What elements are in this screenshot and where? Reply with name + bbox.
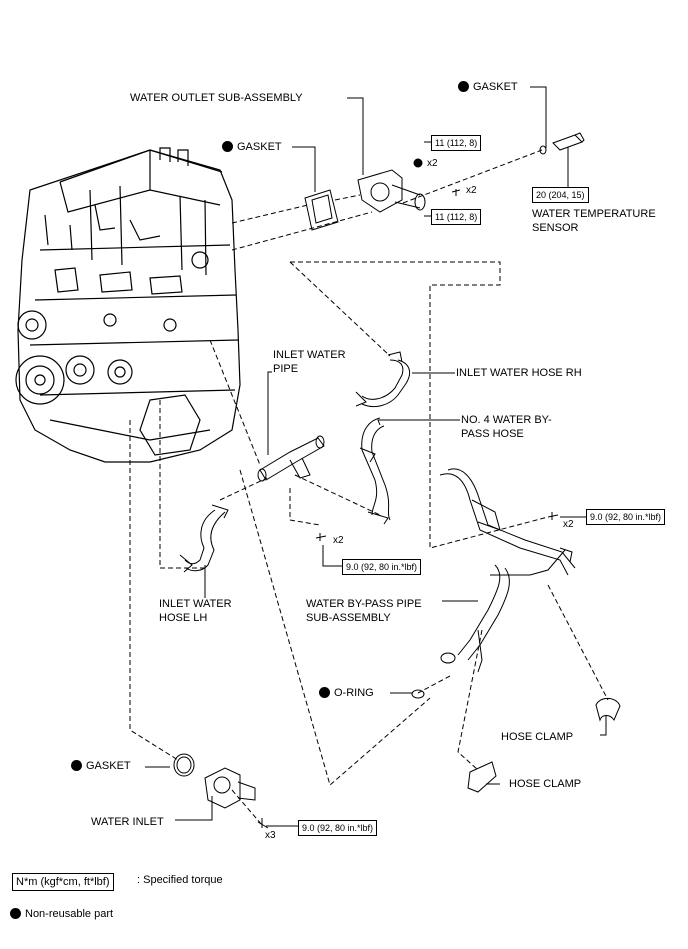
qty-water-inlet: x3: [265, 830, 276, 841]
non-reusable-dot-icon: [319, 687, 330, 698]
hose-clamp-1-label: HOSE CLAMP: [501, 731, 574, 743]
torque-bypass-pipe: 9.0 (92, 80 in.*lbf): [586, 509, 666, 525]
water-inlet-part: [204, 767, 256, 809]
water-temp-sensor-label: WATER TEMPERATURE SENSOR: [532, 208, 656, 234]
inlet-water-hose-lh-part: [179, 504, 229, 573]
non-reusable-dot-icon: [458, 81, 469, 92]
torque-outlet-lower: 11 (112, 8): [431, 209, 482, 225]
legend-non-reusable: Non-reusable part: [10, 907, 113, 921]
non-reusable-dot-icon: [71, 760, 82, 771]
gasket-sensor-part: [539, 145, 547, 155]
gasket-inlet-part: [173, 753, 195, 777]
hose-clamp-2-part: [467, 761, 497, 793]
gasket-outlet-label: GASKET: [222, 140, 282, 154]
water-outlet-part: [357, 169, 426, 213]
no4-bypass-hose-label: NO. 4 WATER BY-PASS HOSE: [461, 414, 552, 440]
leader-lines: [145, 86, 607, 827]
water-temp-sensor-part: [552, 132, 585, 151]
non-reusable-dot-icon: [10, 908, 21, 919]
water-outlet-label: WATER OUTLET SUB-ASSEMBLY: [130, 92, 303, 104]
inlet-water-hose-lh-label: INLET WATER HOSE LH: [159, 598, 232, 624]
gasket-sensor-label: GASKET: [458, 80, 518, 94]
torque-outlet-upper: 11 (112, 8): [431, 135, 482, 151]
gasket-inlet-label: GASKET: [71, 759, 131, 773]
inlet-water-hose-rh-label: INLET WATER HOSE RH: [456, 367, 582, 379]
bolts: [257, 158, 559, 829]
legend-torque-box: N*m (kgf*cm, ft*lbf): [12, 873, 114, 891]
inlet-water-pipe-label: INLET WATER PIPE: [273, 349, 346, 375]
legend-torque-desc: : Specified torque: [137, 874, 223, 886]
alignment-lines: [129, 149, 609, 826]
water-inlet-label: WATER INLET: [91, 816, 164, 828]
water-bypass-pipe-part: [439, 468, 576, 673]
inlet-water-hose-rh-part: [355, 351, 411, 408]
torque-inlet-pipe: 9.0 (92, 80 in.*lbf): [342, 559, 422, 575]
water-bypass-pipe-label: WATER BY-PASS PIPE SUB-ASSEMBLY: [306, 598, 422, 624]
hose-clamp-2-label: HOSE CLAMP: [509, 778, 582, 790]
hose-clamp-1-part: [595, 697, 621, 722]
o-ring-part: [411, 689, 425, 699]
engine-block: [15, 147, 241, 463]
qty-bypass-pipe: x2: [563, 519, 574, 530]
qty-inlet-pipe: x2: [333, 535, 344, 546]
o-ring-label: O-RING: [319, 686, 374, 700]
torque-water-inlet: 9.0 (92, 80 in.*lbf): [298, 820, 378, 836]
qty-outlet-lower: x2: [466, 185, 477, 196]
bypass-hose-no4-part: [359, 417, 391, 525]
qty-outlet-upper: x2: [427, 158, 438, 169]
torque-temp-sensor: 20 (204, 15): [532, 187, 589, 203]
non-reusable-dot-icon: [222, 141, 233, 152]
inlet-water-pipe-part: [257, 435, 325, 482]
gasket-outlet-part: [304, 189, 339, 231]
